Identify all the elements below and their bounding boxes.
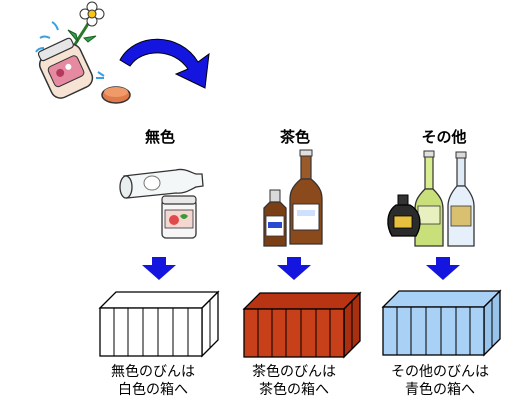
heading-clear: 無色 [144, 128, 175, 146]
other-glass-bottles-icon [387, 150, 475, 247]
brown-glass-bottles-icon [263, 149, 323, 247]
caption-brown-line2: 茶色の箱へ [259, 382, 329, 398]
caption-other-line2: 青色の箱へ [405, 382, 475, 398]
caption-brown-line1: 茶色のびんは [252, 364, 336, 380]
curved-arrow-icon [119, 38, 210, 89]
blue-collection-box [381, 289, 502, 357]
brown-collection-box [242, 291, 362, 359]
caption-other: その他のびんは 青色の箱へ [370, 363, 507, 399]
caption-clear-line2: 白色の箱へ [118, 382, 188, 398]
jar-with-flower-and-lid-icon [35, 1, 131, 104]
caption-brown: 茶色のびんは 茶色の箱へ [224, 363, 364, 399]
down-arrow-icon [277, 257, 311, 280]
heading-other: その他 [421, 128, 467, 146]
heading-brown: 茶色 [279, 128, 310, 146]
caption-clear: 無色のびんは 白色の箱へ [83, 363, 223, 399]
down-arrow-icon [142, 257, 176, 280]
clear-glass-bottles-icon [119, 168, 204, 239]
caption-clear-line1: 無色のびんは [111, 364, 195, 380]
down-arrow-icon [426, 257, 460, 280]
caption-other-line1: その他のびんは [391, 364, 489, 380]
white-collection-box [98, 290, 220, 358]
